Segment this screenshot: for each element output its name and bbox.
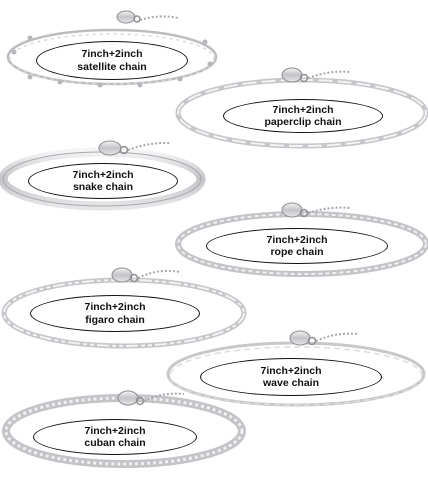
bracelet-figaro xyxy=(1,267,247,349)
label-snake-chain: 7inch+2inch snake chain xyxy=(28,163,178,199)
bracelet-snake xyxy=(0,140,206,211)
chain-name-text: figaro chain xyxy=(85,313,145,326)
lobster-clasp xyxy=(111,267,139,283)
chain-name-text: rope chain xyxy=(270,246,324,258)
extender-chain xyxy=(137,269,181,279)
lobster-clasp xyxy=(281,202,309,218)
length-text: 7inch+2inch xyxy=(84,301,146,314)
chain-name-text: cuban chain xyxy=(84,437,146,449)
label-wave-chain: 7inch+2inch wave chain xyxy=(200,358,382,396)
chain-name-text: snake chain xyxy=(72,181,134,193)
bracelet-rope xyxy=(175,202,428,277)
lobster-clasp xyxy=(289,330,317,346)
bead-row xyxy=(11,35,213,88)
label-satellite-chain: 7inch+2inch satellite chain xyxy=(36,41,188,80)
label-rope-chain: 7inch+2inch rope chain xyxy=(206,228,388,264)
bracelet-satellite xyxy=(6,10,218,88)
lobster-clasp xyxy=(116,10,141,24)
lobster-clasp xyxy=(281,67,309,83)
bracelet-wave xyxy=(166,330,426,407)
lobster-clasp xyxy=(117,390,145,406)
extender-chain xyxy=(307,70,351,79)
extender-chain xyxy=(315,332,359,342)
bracelet-cuban xyxy=(2,390,246,468)
bracelet-paperclip xyxy=(175,67,428,149)
length-text: 7inch+2inch xyxy=(81,48,143,61)
extender-chain xyxy=(139,15,179,21)
label-figaro-chain: 7inch+2inch figaro chain xyxy=(30,295,200,332)
label-cuban-chain: 7inch+2inch cuban chain xyxy=(33,419,197,455)
chain-name-text: paperclip chain xyxy=(264,116,342,128)
chain-name-text: satellite chain xyxy=(77,60,147,73)
length-text: 7inch+2inch xyxy=(84,424,146,437)
length-text: 7inch+2inch xyxy=(72,168,134,181)
length-text: 7inch+2inch xyxy=(260,364,322,377)
label-paperclip-chain: 7inch+2inch paperclip chain xyxy=(223,99,383,133)
length-text: 7inch+2inch xyxy=(272,103,334,116)
chain-name-text: wave chain xyxy=(262,377,320,389)
lobster-clasp xyxy=(98,140,129,156)
extender-chain xyxy=(143,392,185,402)
length-text: 7inch+2inch xyxy=(266,233,328,246)
